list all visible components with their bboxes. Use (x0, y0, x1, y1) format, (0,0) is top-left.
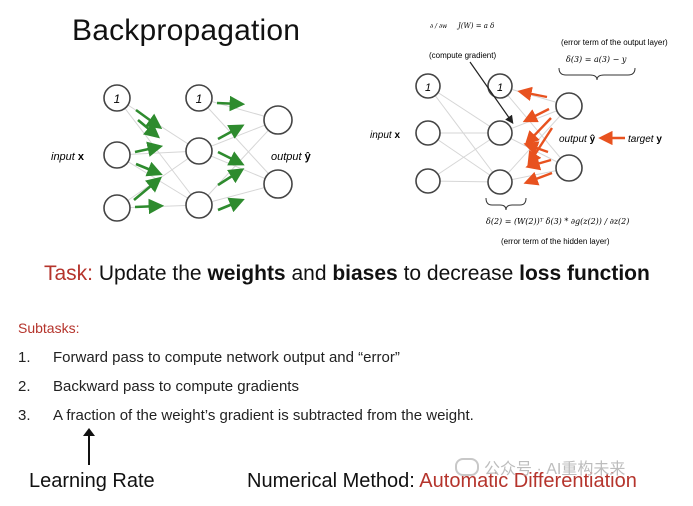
gradient-formula-frac: ∂ / ∂w (430, 23, 448, 30)
output-node-2-right (555, 154, 583, 182)
input-node-2-right (415, 168, 441, 194)
task-prefix: Task: (44, 262, 94, 285)
hidden-error-formula: δ(2) = (W(2))ᵀ δ(3) * ∂g(z(2)) / ∂z(2) (486, 217, 629, 226)
output-label: output ŷ (271, 151, 312, 163)
wechat-icon (455, 458, 479, 476)
task-text-3: to decrease (397, 262, 520, 285)
list-item-text: Forward pass to compute network output a… (53, 349, 400, 366)
task-bold-weights: weights (207, 262, 286, 285)
slide-title: Backpropagation (72, 14, 301, 47)
list-item: 2. Backward pass to compute gradients (18, 378, 474, 407)
input-node-1-right (415, 120, 441, 146)
bias-node-input-right-label: 1 (425, 82, 431, 94)
task-text-2: and (285, 262, 333, 285)
subtasks-list: 1. Forward pass to compute network output… (18, 349, 474, 436)
hidden-node-2 (185, 191, 213, 219)
input-node-1 (103, 141, 131, 169)
up-arrow-icon (83, 428, 95, 465)
forward-network-diagram: 1 1 input x output ŷ (51, 84, 312, 222)
bias-node-input-label: 1 (114, 92, 121, 106)
task-statement: Task: Update the weights and biases to d… (44, 262, 650, 286)
task-bold-biases: biases (332, 262, 398, 285)
list-item-number: 1. (18, 349, 31, 366)
task-bold-loss: loss function (519, 262, 650, 285)
output-node-1-right (555, 92, 583, 120)
watermark: 公众号 · AI重构未来 (455, 455, 625, 479)
list-item: 1. Forward pass to compute network output… (18, 349, 474, 378)
output-error-formula: δ(3) = a(3) − y (566, 55, 627, 64)
list-item-number: 3. (18, 407, 31, 424)
output-node-1 (263, 105, 293, 135)
input-node-2 (103, 194, 131, 222)
hidden-error-brace (485, 197, 527, 211)
output-node-2 (263, 169, 293, 199)
bias-node-hidden-right-label: 1 (497, 82, 503, 94)
gradient-formula: J(W) = a δ (456, 22, 494, 30)
forward-arrows (133, 95, 246, 215)
gradient-pointer-arrow (469, 61, 514, 124)
input-label-right: input x (370, 130, 400, 141)
target-label: target y (628, 134, 662, 145)
list-item: 3. A fraction of the weight’s gradient is… (18, 407, 474, 436)
backward-arrows (517, 86, 625, 186)
learning-rate-label: Learning Rate (29, 470, 155, 492)
output-error-caption: (error term of the output layer) (561, 38, 668, 47)
output-error-brace (558, 67, 636, 81)
bias-node-hidden (185, 84, 213, 112)
subtasks-heading: Subtasks: (18, 320, 80, 336)
numerical-method-prefix: Numerical Method: (247, 470, 420, 492)
hidden-node-2-right (487, 169, 513, 195)
network-diagrams: 1 1 input x output ŷ (51, 22, 668, 246)
task-text-1: Update the (93, 262, 208, 285)
hidden-node-1 (185, 137, 213, 165)
gradient-caption: (compute gradient) (429, 51, 496, 60)
list-item-text: A fraction of the weight’s gradient is s… (53, 407, 474, 424)
hidden-node-1-right (487, 120, 513, 146)
bias-node-input (103, 84, 131, 112)
list-item-text: Backward pass to compute gradients (53, 378, 299, 395)
list-item-number: 2. (18, 378, 31, 395)
watermark-text: 公众号 · AI重构未来 (484, 461, 626, 478)
hidden-error-caption: (error term of the hidden layer) (501, 237, 610, 246)
input-label: input x (51, 151, 85, 163)
backprop-network-diagram: 1 1 input x output ŷ target y ∂ / ∂w J(W… (370, 22, 668, 246)
bias-node-hidden-label: 1 (196, 92, 203, 106)
output-label-right: output ŷ (559, 134, 596, 145)
bias-node-hidden-right (487, 73, 513, 99)
bias-node-input-right (415, 73, 441, 99)
